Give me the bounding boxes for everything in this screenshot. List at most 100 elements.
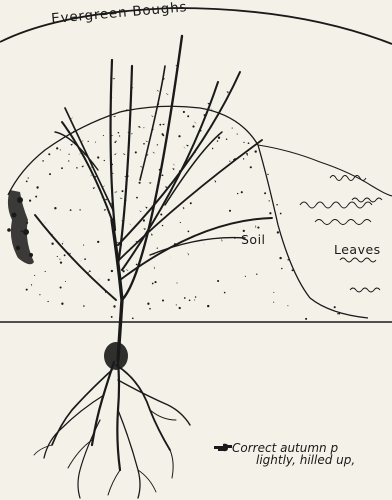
stipple-dot xyxy=(187,115,189,117)
stipple-dot xyxy=(232,128,233,129)
thorn xyxy=(186,145,189,147)
stipple-dot xyxy=(154,281,156,283)
stipple-dot xyxy=(88,141,89,142)
stipple-dot xyxy=(255,150,257,152)
stipple-dot xyxy=(51,243,53,245)
thorn xyxy=(145,140,148,142)
stipple-dot xyxy=(108,279,110,281)
thorn xyxy=(173,163,176,165)
stipple-dot xyxy=(159,124,161,126)
stipple-dot xyxy=(178,135,180,137)
stipple-dot xyxy=(256,274,257,275)
stipple-dot xyxy=(70,209,72,211)
stipple-dot xyxy=(241,191,243,193)
soil-label: Soil xyxy=(241,232,266,247)
thorn xyxy=(120,198,123,200)
leaves-label: Leaves xyxy=(334,242,381,257)
stipple-dot xyxy=(64,254,66,256)
stipple-dot xyxy=(217,140,218,141)
stipple-dot xyxy=(147,303,149,305)
stipple-dot xyxy=(179,307,181,309)
thorn xyxy=(62,240,64,243)
stipple-dot xyxy=(54,207,56,209)
thorn xyxy=(93,187,96,189)
thorn xyxy=(140,166,143,168)
stipple-dot xyxy=(31,284,32,285)
stipple-dot xyxy=(36,186,38,188)
stipple-dot xyxy=(21,230,23,232)
stipple-dot xyxy=(116,141,117,142)
thorn xyxy=(104,209,107,211)
stipple-dot xyxy=(60,286,62,288)
thorn xyxy=(112,78,115,80)
stipple-dot xyxy=(280,213,282,215)
stipple-dot xyxy=(183,111,185,113)
stipple-dot xyxy=(59,259,60,260)
thorn xyxy=(172,168,175,170)
thorn xyxy=(170,255,171,259)
stipple-dot xyxy=(338,313,340,315)
stipple-dot xyxy=(305,318,307,320)
stipple-dot xyxy=(111,270,113,272)
stipple-dot xyxy=(188,231,190,233)
stipple-dot xyxy=(135,151,137,153)
stipple-dot xyxy=(79,209,80,210)
stipple-dot xyxy=(243,158,244,159)
stipple-dot xyxy=(269,212,271,214)
stipple-dot xyxy=(39,294,40,295)
stipple-dot xyxy=(207,305,209,307)
stipple-dot xyxy=(245,276,246,277)
stipple-dot xyxy=(68,160,69,161)
stipple-dot xyxy=(157,247,158,248)
stipple-dot xyxy=(224,292,226,294)
thorn xyxy=(221,239,222,242)
stipple-dot xyxy=(118,132,120,134)
thorn xyxy=(183,207,185,210)
thorn xyxy=(70,144,73,146)
stipple-dot xyxy=(184,297,186,299)
stipple-dot xyxy=(190,202,192,204)
thorn xyxy=(214,180,216,183)
stipple-dot xyxy=(281,268,283,270)
stipple-dot xyxy=(292,269,294,271)
stipple-dot xyxy=(45,271,46,272)
stipple-dot xyxy=(132,317,134,319)
leaves-scribble xyxy=(300,176,382,293)
stipple-dot xyxy=(76,167,77,168)
figure-caption: Correct autumn p lightly, hilled up, xyxy=(232,442,392,466)
stipple-dot xyxy=(60,261,62,263)
stipple-dot xyxy=(139,182,141,184)
stipple-dot xyxy=(95,142,96,143)
stipple-dot xyxy=(29,200,31,202)
stipple-dot xyxy=(69,154,70,155)
thorn xyxy=(151,233,153,236)
thorn xyxy=(149,182,152,184)
stipple-dot xyxy=(237,193,238,194)
stipple-dot xyxy=(248,142,250,144)
stipple-dot xyxy=(162,174,164,176)
stipple-dot xyxy=(273,292,274,293)
stipple-dot xyxy=(56,147,58,149)
stipple-dot xyxy=(269,200,270,201)
stipple-dot xyxy=(28,177,29,178)
stipple-dot xyxy=(26,289,28,291)
stipple-dot xyxy=(89,270,91,272)
stipple-dot xyxy=(226,139,227,140)
stipple-dot xyxy=(160,213,162,215)
stipple-dot xyxy=(60,149,61,150)
thorn xyxy=(154,266,155,269)
stipple-dot xyxy=(149,308,151,310)
thorn xyxy=(203,242,204,246)
stipple-dot xyxy=(157,144,158,145)
stipple-dot xyxy=(114,141,116,143)
stipple-dot xyxy=(143,127,144,128)
stipple-dot xyxy=(337,313,338,314)
thorn xyxy=(145,207,148,209)
thorn xyxy=(126,269,129,271)
thorn xyxy=(114,153,117,155)
thorn xyxy=(139,210,142,212)
thorn xyxy=(80,259,82,262)
thorn xyxy=(255,225,256,228)
soil-stipple xyxy=(21,111,340,320)
stipple-dot xyxy=(139,127,140,128)
